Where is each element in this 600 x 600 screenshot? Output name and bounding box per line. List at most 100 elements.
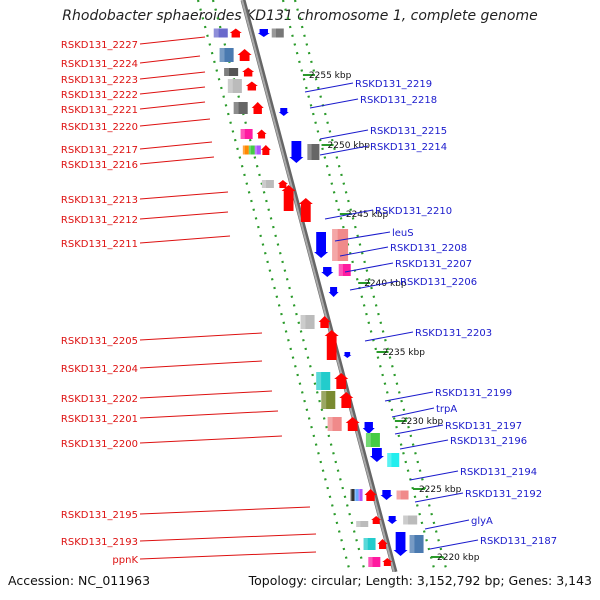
forward-gene-arrow [298, 198, 313, 222]
reverse-gene-arrow [369, 448, 384, 462]
forward-gene-arrow [377, 539, 388, 549]
tick-label: 2250 kbp [328, 141, 371, 151]
gene-box [300, 315, 315, 329]
right-gene-label: trpA [436, 404, 457, 415]
gene-box [227, 79, 242, 93]
gene-box [233, 102, 248, 114]
gene-shine [248, 145, 251, 155]
right-leader-line [429, 539, 479, 550]
forward-gene-arrow [345, 417, 360, 431]
gene-box [354, 489, 359, 501]
forward-gene-arrow [324, 330, 339, 360]
right-gene-label: RSKD131_2194 [460, 467, 537, 478]
gene-box [321, 391, 336, 409]
reverse-gene-arrow [314, 232, 329, 258]
forward-gene-arrow [237, 49, 252, 61]
reverse-gene-arrow [289, 141, 304, 163]
gene-labels: RSKD131_2227RSKD131_2224RSKD131_2223RSKD… [61, 40, 557, 566]
right-leader-line [319, 129, 369, 140]
right-gene-label: RSKD131_2206 [400, 277, 477, 288]
reverse-gene-arrow [393, 532, 408, 556]
left-gene-label: RSKD131_2201 [61, 414, 138, 425]
gene-shine [332, 229, 338, 261]
gene-shine [354, 489, 356, 501]
gene-shine [338, 264, 343, 276]
left-gene-label: RSKD131_2220 [61, 122, 138, 133]
left-leader-line [139, 533, 317, 542]
gene-shine [254, 145, 257, 155]
reverse-gene-arrow [362, 422, 375, 434]
gene-shine [356, 521, 361, 527]
gene-shine [363, 538, 368, 550]
gene-box [403, 515, 418, 525]
left-leader-line [139, 435, 283, 444]
forward-gene-arrow [281, 185, 296, 211]
right-gene-label: RSKD131_2214 [370, 142, 447, 153]
gene-box [332, 229, 349, 261]
gene-shine [358, 489, 360, 501]
left-gene-label: RSKD131_2227 [61, 40, 138, 51]
left-leader-line [139, 86, 206, 95]
left-gene-label: RSKD131_2216 [61, 160, 138, 171]
right-leader-line [364, 331, 414, 342]
gene-box [219, 48, 234, 62]
left-gene-label: RSKD131_2195 [61, 510, 138, 521]
reverse-gene-arrow [278, 108, 289, 116]
tick-label: 2240 kbp [364, 279, 407, 289]
gene-shine [409, 535, 415, 553]
reverse-gene-arrow [380, 490, 393, 500]
tick-label: 2230 kbp [401, 417, 444, 427]
left-leader-line [139, 360, 263, 369]
gene-shine [307, 144, 312, 160]
gene-box [356, 521, 369, 527]
right-gene-label: leuS [392, 228, 414, 239]
right-gene-label: RSKD131_2208 [390, 243, 467, 254]
left-leader-line [139, 211, 229, 220]
right-gene-label: RSKD131_2187 [480, 536, 557, 547]
chromosome-backbone [240, 0, 398, 572]
right-leader-line [304, 82, 354, 93]
left-gene-label: RSKD131_2224 [61, 59, 138, 70]
right-gene-label: RSKD131_2203 [415, 328, 492, 339]
gene-shine [327, 417, 333, 431]
left-gene-label: RSKD131_2211 [61, 239, 138, 250]
right-leader-line [394, 424, 444, 435]
reverse-gene-arrow [328, 287, 339, 297]
tick-label: 2235 kbp [383, 348, 426, 358]
forward-gene-arrow [277, 180, 288, 188]
forward-gene-arrow [364, 489, 377, 501]
gene-shine [387, 453, 392, 467]
left-gene-label: ppnK [112, 555, 138, 566]
gene-shine [300, 315, 306, 329]
reverse-gene-arrow [257, 29, 270, 37]
gene-box [316, 372, 331, 390]
gene-shine [396, 490, 401, 500]
left-leader-line [139, 506, 311, 515]
right-leader-line [424, 519, 470, 530]
topology-text: Topology: circular; Length: 3,152,792 bp… [248, 573, 592, 588]
gene-box [350, 489, 355, 501]
left-leader-line [139, 410, 279, 419]
left-leader-line [139, 71, 206, 80]
right-leader-line [414, 492, 464, 503]
left-leader-line [139, 390, 273, 399]
forward-gene-arrow [245, 81, 258, 91]
gene-shine [213, 28, 219, 38]
reverse-gene-arrow [387, 516, 398, 524]
left-gene-label: RSKD131_2221 [61, 105, 138, 116]
right-leader-line [349, 280, 399, 291]
right-leader-line [409, 470, 459, 481]
left-leader-line [139, 118, 211, 127]
gene-shine [242, 145, 245, 155]
left-leader-line [139, 332, 263, 341]
right-gene-label: RSKD131_2196 [450, 436, 527, 447]
gene-shine [368, 557, 373, 567]
gene-box [363, 538, 376, 550]
gene-shine [271, 28, 276, 38]
forward-gene-arrow [371, 516, 382, 524]
tick-label: 2245 kbp [346, 210, 389, 220]
left-gene-label: RSKD131_2202 [61, 394, 138, 405]
left-gene-label: RSKD131_2212 [61, 215, 138, 226]
right-leader-line [334, 231, 391, 242]
left-leader-line [139, 141, 213, 150]
